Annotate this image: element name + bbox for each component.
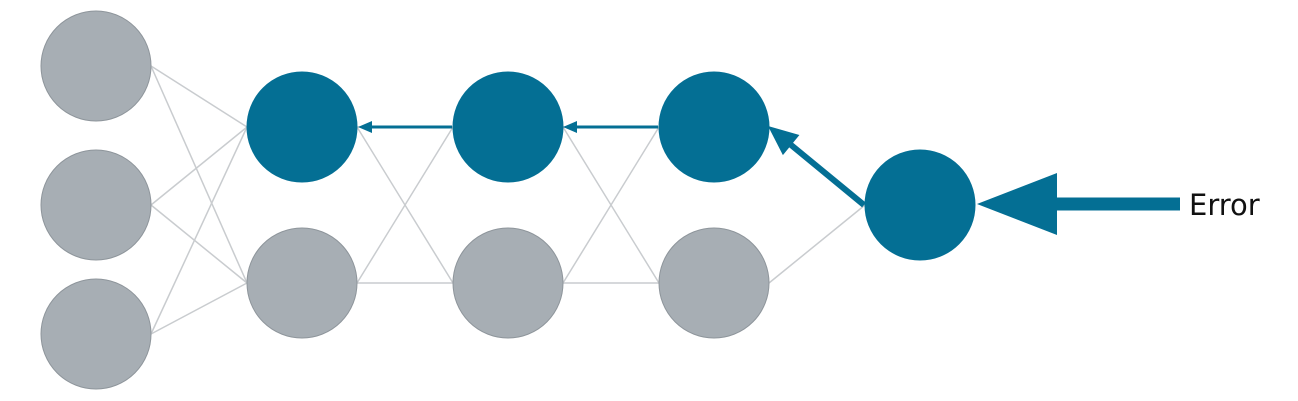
connection-line [562, 126, 660, 284]
input-layer-neuron-1 [40, 10, 152, 122]
input-layer-neuron-3 [40, 278, 152, 390]
backprop-arrows [358, 121, 1180, 235]
connection-line [356, 126, 454, 284]
hidden3-to-hidden2-arrow-head [563, 121, 577, 133]
error-label: Error [1189, 188, 1260, 222]
hidden-layer-1-neuron-2 [246, 227, 358, 339]
output-to-hidden3-arrow-shaft [788, 142, 866, 208]
output-layer-neuron-1 [864, 149, 976, 261]
output-to-hidden3-arrow-head [768, 126, 800, 156]
hidden-layer-3-neuron-1 [658, 71, 770, 183]
connection-line [150, 65, 248, 284]
hidden-layer-2-neuron-1 [452, 71, 564, 183]
connection-line [150, 204, 248, 284]
hidden2-to-hidden1-arrow-head [358, 121, 372, 133]
connection-line [150, 65, 248, 128]
connection-line [768, 204, 866, 284]
input-layer-neuron-2 [40, 149, 152, 261]
error-arrow-head [977, 173, 1057, 235]
connection-line [150, 126, 248, 206]
hidden-layer-3-neuron-2 [658, 227, 770, 339]
connection-line [150, 126, 248, 335]
connection-line [150, 282, 248, 335]
neurons [40, 10, 976, 390]
hidden-layer-1-neuron-1 [246, 71, 358, 183]
hidden-layer-2-neuron-2 [452, 227, 564, 339]
